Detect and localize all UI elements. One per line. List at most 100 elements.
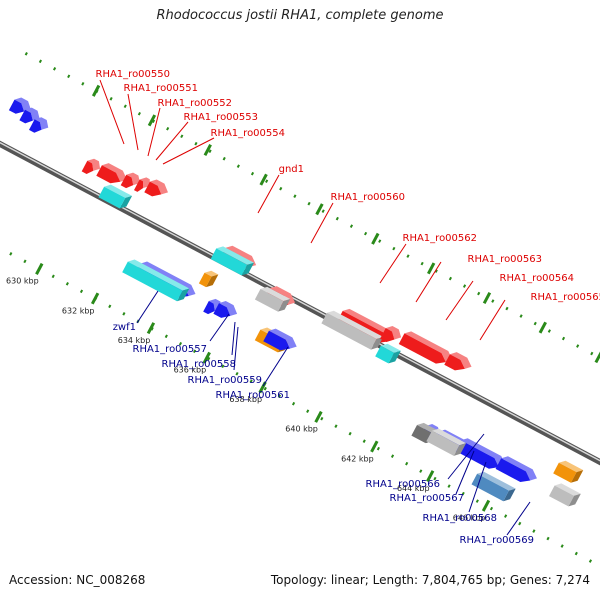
gene-body [548,485,575,507]
gene-body [411,424,432,444]
gene-label[interactable]: gnd1 [279,164,304,175]
gene-feature[interactable] [471,469,516,503]
gene-feature[interactable] [81,156,103,178]
scale-tick-label: 632 kbp [62,306,95,315]
gene-body [144,181,162,197]
scale-tick-label: 630 kbp [6,277,39,286]
gene-body [203,300,215,315]
gene-feature[interactable] [122,257,190,303]
backbone-highlight [0,141,600,462]
label-leader-line [127,93,139,151]
gene-feature[interactable] [263,326,299,356]
gene-label[interactable]: RHA1_ro00553 [184,112,259,123]
scale-tick [538,321,547,334]
gene-feature[interactable] [444,350,474,377]
gene-bevel-top [558,460,584,473]
gene-bevel-top [385,326,402,340]
gene-label[interactable]: RHA1_ro00563 [468,254,543,265]
genome-summary-text: Topology: linear; Length: 7,804,765 bp; … [270,573,590,587]
gene-feature[interactable] [426,426,467,458]
gene-feature[interactable] [398,329,456,370]
gene-label[interactable]: RHA1_ro00561 [216,390,291,401]
gene-label[interactable]: zwf1 [113,322,136,333]
gene-bevel-top [104,184,133,198]
label-leader-line [445,280,474,321]
gene-feature[interactable] [254,284,291,314]
gene-label[interactable]: RHA1_ro00567 [390,493,465,504]
map-title: Rhodococcus jostii RHA1, complete genome [156,8,444,23]
gene-feature[interactable] [495,454,540,488]
scale-tick [315,203,324,216]
label-leader-line [262,346,289,387]
gene-feature[interactable] [120,170,143,193]
gene-feature[interactable] [8,95,34,119]
gene-label[interactable]: RHA1_ro00559 [188,375,263,386]
gene-label[interactable]: RHA1_ro00564 [500,273,575,284]
gene-label[interactable]: RHA1_ro00554 [211,128,286,139]
gene-bevel-top [404,331,453,363]
gene-bevel-side [241,262,254,276]
gene-body [375,345,395,364]
gene-bevel-side [370,336,384,350]
gene-feature[interactable] [380,324,404,347]
gene-bevel-top [460,438,506,468]
label-leader-line [155,121,189,161]
scale-tick-label: 642 kbp [341,454,374,463]
gene-label[interactable]: RHA1_ro00557 [133,344,208,355]
gene-bevel-top [449,352,472,369]
gene-label[interactable]: RHA1_ro00552 [158,98,233,109]
gene-feature[interactable] [98,182,133,211]
gene-feature[interactable] [321,308,384,352]
gene-feature[interactable] [19,105,42,128]
gene-body [122,261,183,302]
gene-bevel-top [149,179,168,195]
label-leader-line [379,243,407,284]
gene-bevel-top [432,428,467,446]
scale-tick [426,470,435,483]
gene-feature[interactable] [96,161,130,190]
gene-body [210,248,248,276]
gene-body [198,272,212,288]
gene-label[interactable]: RHA1_ro00551 [124,83,199,94]
scale-tick-label: 646 kbp [453,514,486,523]
accession-text: Accession: NC_008268 [9,573,146,587]
gene-feature[interactable] [133,175,153,196]
gene-label[interactable]: RHA1_ro00568 [423,513,498,524]
gene-body [96,165,121,184]
gene-bevel-side [176,288,190,302]
gene-body [380,328,395,343]
gene-feature[interactable] [553,458,584,485]
gene-bevel-top [219,301,238,316]
gene-bevel-top [477,471,516,491]
gene-feature[interactable] [455,436,508,475]
gene-feature[interactable] [213,299,240,324]
gene-feature[interactable] [210,244,254,278]
gene-label[interactable]: RHA1_ro00562 [403,233,478,244]
gene-label[interactable]: RHA1_ro00558 [162,359,237,370]
gene-label[interactable]: RHA1_ro00565 [531,292,600,303]
gene-feature[interactable] [198,268,219,289]
scale-tick [482,291,492,304]
gene-feature[interactable] [375,341,401,365]
gene-body [133,179,144,192]
scale-tick [202,351,211,364]
gene-bevel-top [126,172,140,186]
gene-body [213,303,231,318]
gene-label[interactable]: RHA1_ro00569 [460,535,535,546]
gene-bevel-top [268,328,297,349]
gene-bevel-top [139,177,150,189]
gene-bevel-top [14,97,31,112]
gene-feature[interactable] [548,481,581,509]
gene-feature[interactable] [28,115,51,138]
gene-bevel-top [216,246,254,265]
scale-tick [370,440,379,453]
scale-tick-label: 638 kbp [229,395,262,404]
gene-label[interactable]: RHA1_ro00566 [366,479,441,490]
gene-label[interactable]: RHA1_ro00560 [331,192,406,203]
scale-tick [35,262,44,275]
gene-bevel-top [34,117,49,130]
gene-feature[interactable] [144,177,171,202]
scale-tick [91,84,101,97]
gene-bevel-top [417,422,438,433]
gene-label[interactable]: RHA1_ro00550 [96,69,171,80]
